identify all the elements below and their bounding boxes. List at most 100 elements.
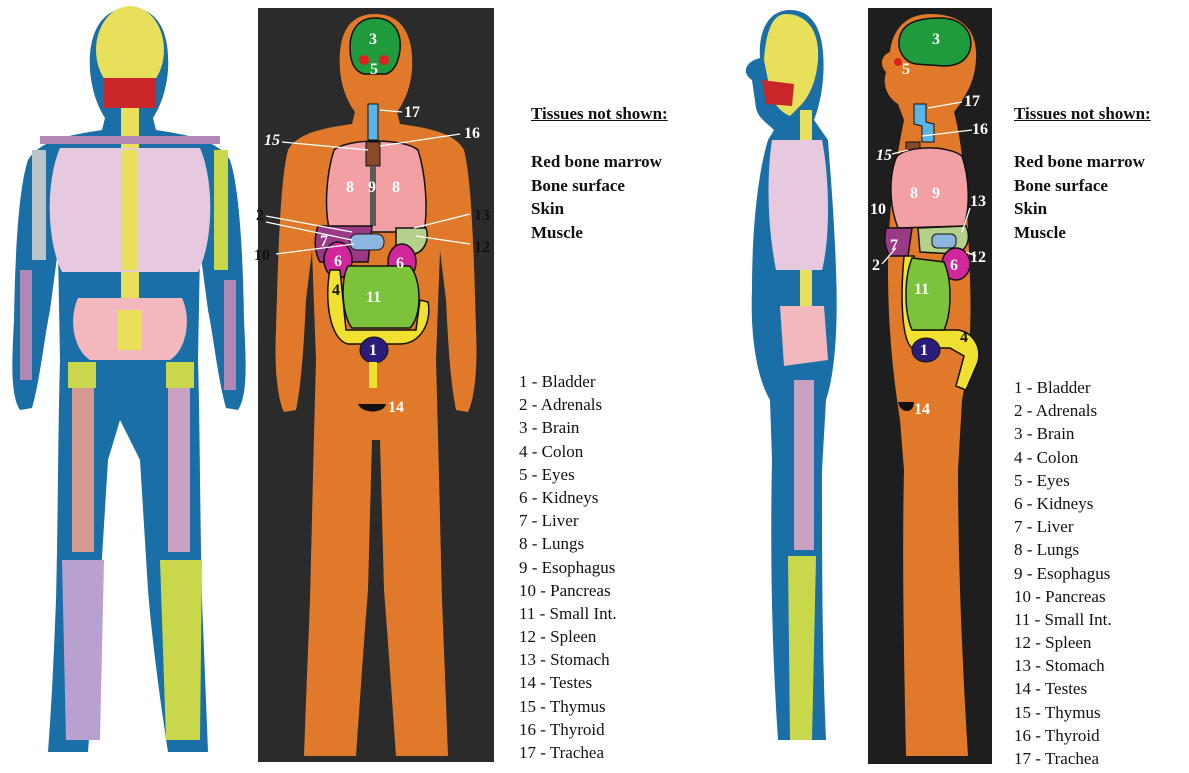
front-left-humerus	[32, 150, 46, 260]
front-right-femur	[168, 362, 190, 552]
legend-item: 2 - Adrenals	[1014, 399, 1112, 422]
side-pelvis	[780, 306, 828, 366]
legend-item: 8 - Lungs	[519, 532, 617, 555]
side-number-2: 2	[872, 257, 880, 274]
side-ribcage	[769, 140, 828, 270]
front-number-3: 3	[369, 31, 377, 48]
side-tissue-item: Red bone marrow	[1014, 150, 1145, 174]
side-pancreas	[932, 234, 956, 248]
legend-item: 2 - Adrenals	[519, 393, 617, 416]
legend-item: 12 - Spleen	[519, 625, 617, 648]
front-right-forearm	[224, 280, 236, 390]
front-number-6b: 6	[396, 255, 404, 272]
legend-item: 4 - Colon	[519, 440, 617, 463]
front-organ-legend: 1 - Bladder 2 - Adrenals 3 - Brain 4 - C…	[519, 370, 617, 764]
side-tissues-heading: Tissues not shown:	[1014, 104, 1151, 124]
side-number-1: 1	[920, 342, 928, 359]
front-number-11: 11	[366, 289, 381, 306]
side-number-15: 15	[876, 147, 892, 164]
front-number-16: 16	[464, 125, 480, 142]
side-number-14: 14	[914, 401, 930, 418]
legend-item: 13 - Stomach	[519, 648, 617, 671]
front-left-femur	[72, 362, 94, 552]
front-number-10: 10	[254, 247, 270, 264]
front-number-15: 15	[264, 132, 280, 149]
side-number-9: 9	[932, 185, 940, 202]
side-number-11: 11	[914, 281, 929, 298]
front-number-2: 2	[256, 207, 264, 224]
legend-item: 12 - Spleen	[1014, 631, 1112, 654]
side-lungs	[891, 148, 968, 228]
front-tissue-item: Bone surface	[531, 174, 662, 198]
legend-item: 5 - Eyes	[519, 463, 617, 486]
front-tissues-list: Red bone marrow Bone surface Skin Muscle	[531, 150, 662, 244]
front-right-shin	[160, 560, 202, 740]
side-tissue-item: Skin	[1014, 197, 1145, 221]
front-number-17: 17	[404, 104, 420, 121]
legend-item: 11 - Small Int.	[519, 602, 617, 625]
front-left-forearm	[20, 270, 32, 380]
legend-item: 9 - Esophagus	[519, 556, 617, 579]
legend-item: 6 - Kidneys	[519, 486, 617, 509]
side-shin	[788, 556, 816, 740]
legend-item: 15 - Thymus	[1014, 701, 1112, 724]
legend-item: 16 - Thyroid	[1014, 724, 1112, 747]
front-tissue-item: Muscle	[531, 221, 662, 245]
legend-item: 8 - Lungs	[1014, 538, 1112, 561]
front-trachea	[368, 104, 378, 140]
side-organ-legend: 1 - Bladder 2 - Adrenals 3 - Brain 4 - C…	[1014, 376, 1112, 770]
front-number-5: 5	[370, 61, 378, 78]
legend-item: 7 - Liver	[1014, 515, 1112, 538]
front-left-shin	[62, 560, 104, 740]
front-number-1: 1	[369, 342, 377, 359]
legend-item: 5 - Eyes	[1014, 469, 1112, 492]
side-number-16: 16	[972, 121, 988, 138]
side-jaw	[762, 80, 794, 106]
legend-item: 17 - Trachea	[1014, 747, 1112, 770]
legend-item: 14 - Testes	[519, 671, 617, 694]
front-number-13: 13	[474, 207, 490, 224]
front-number-4: 4	[332, 282, 340, 299]
front-clavicle	[40, 136, 220, 144]
legend-item: 7 - Liver	[519, 509, 617, 532]
legend-item: 3 - Brain	[1014, 422, 1112, 445]
front-number-14: 14	[388, 399, 404, 416]
front-right-humerus	[214, 150, 228, 270]
front-left-eye	[359, 55, 369, 65]
legend-item: 14 - Testes	[1014, 677, 1112, 700]
side-femur	[794, 380, 814, 550]
legend-item: 17 - Trachea	[519, 741, 617, 764]
side-number-12: 12	[970, 249, 986, 266]
legend-item: 13 - Stomach	[1014, 654, 1112, 677]
front-tissue-item: Skin	[531, 197, 662, 221]
side-number-8: 8	[910, 185, 918, 202]
legend-item: 1 - Bladder	[1014, 376, 1112, 399]
front-tissues-heading: Tissues not shown:	[531, 104, 668, 124]
front-sternum	[122, 150, 138, 270]
front-jaw	[104, 78, 156, 108]
side-liver	[885, 228, 912, 256]
front-number-8b: 8	[392, 179, 400, 196]
legend-item: 9 - Esophagus	[1014, 562, 1112, 585]
side-tissue-item: Bone surface	[1014, 174, 1145, 198]
side-number-17: 17	[964, 93, 980, 110]
front-phantom	[12, 6, 245, 752]
front-number-12: 12	[474, 239, 490, 256]
front-sacrum	[118, 310, 142, 350]
side-scan: 3 5 17 16 15 8 9 13 10 7 6 12 2 11 4 1 1…	[868, 8, 992, 764]
legend-item: 4 - Colon	[1014, 446, 1112, 469]
legend-item: 11 - Small Int.	[1014, 608, 1112, 631]
front-right-eye	[379, 55, 389, 65]
side-number-10: 10	[870, 201, 886, 218]
side-number-13: 13	[970, 193, 986, 210]
side-number-3: 3	[932, 31, 940, 48]
side-number-4: 4	[960, 329, 968, 346]
front-number-6a: 6	[334, 253, 342, 270]
legend-item: 16 - Thyroid	[519, 718, 617, 741]
legend-item: 3 - Brain	[519, 416, 617, 439]
front-scan: 3 5 17 15 16 8 9 8 2 13 7 12 10 6 6 4 11…	[254, 8, 494, 762]
side-phantom	[746, 10, 837, 740]
front-number-9: 9	[368, 179, 376, 196]
front-number-7: 7	[320, 233, 328, 250]
